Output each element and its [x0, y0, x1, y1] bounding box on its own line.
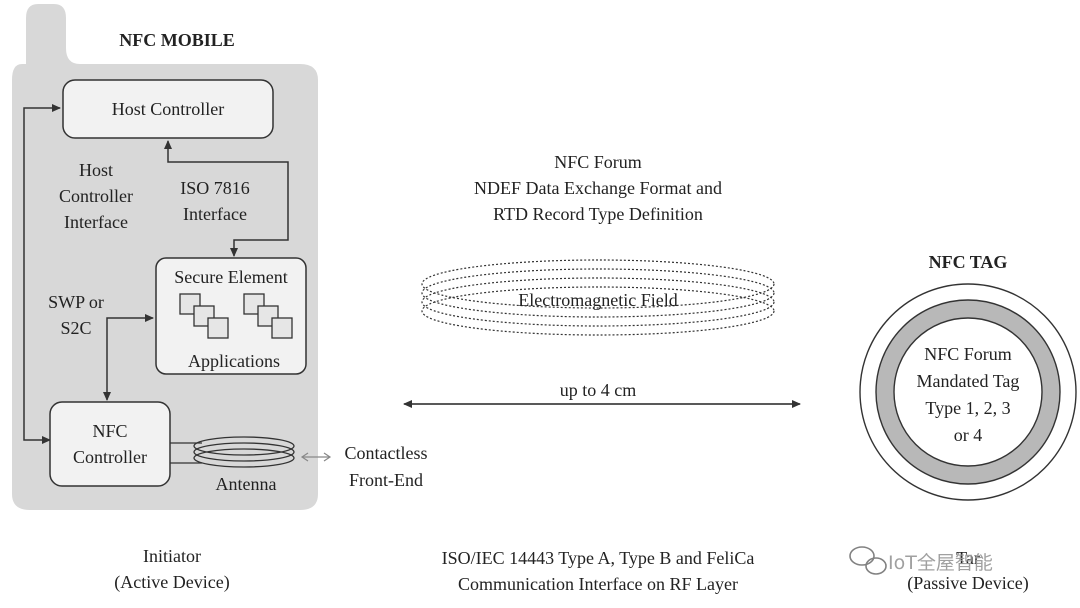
contactless-line-2: Front-End [349, 470, 423, 490]
watermark: IoT全屋智能 [849, 546, 993, 575]
electromagnetic-field-rings [421, 259, 775, 336]
passive-line-2: (Passive Device) [907, 573, 1028, 594]
tag-text-line-4: or 4 [954, 425, 983, 445]
nfc-controller-line-2: Controller [73, 447, 147, 467]
iso7816-connector [164, 140, 289, 257]
applications-label: Applications [188, 351, 280, 371]
iso-caption-line-2: Communication Interface on RF Layer [458, 574, 738, 594]
swp-connector [103, 314, 154, 401]
forum-line-1: NFC Forum [554, 152, 642, 172]
wechat-icon [849, 546, 887, 575]
contactless-arrow [300, 452, 332, 462]
nfc-controller-box [49, 401, 171, 487]
host-interface-line-3: Interface [64, 212, 128, 232]
host-nfc-connector [23, 104, 61, 444]
applications-icon-left [179, 293, 229, 339]
iso7816-line-1: ISO 7816 [180, 178, 250, 198]
initiator-line-2: (Active Device) [114, 572, 229, 593]
forum-line-3: RTD Record Type Definition [493, 204, 703, 224]
host-controller-label: Host Controller [112, 99, 225, 119]
tag-title: NFC TAG [929, 252, 1008, 272]
phone-title: NFC MOBILE [119, 30, 235, 50]
applications-icon-right [243, 293, 293, 339]
host-interface-line-1: Host [79, 160, 113, 180]
watermark-text: IoT全屋智能 [888, 552, 993, 574]
forum-line-2: NDEF Data Exchange Format and [474, 178, 722, 198]
tag-inner-disc [893, 317, 1043, 467]
antenna-coil [170, 436, 295, 468]
tag-text-line-1: NFC Forum [924, 344, 1012, 364]
contactless-line-1: Contactless [345, 443, 428, 463]
secure-element-box [155, 257, 307, 375]
iso7816-line-2: Interface [183, 204, 247, 224]
swp-line-1: SWP or [48, 292, 104, 312]
iso-caption-line-1: ISO/IEC 14443 Type A, Type B and FeliCa [442, 548, 755, 568]
swp-line-2: S2C [60, 318, 91, 338]
distance-label: up to 4 cm [560, 380, 637, 400]
nfc-controller-line-1: NFC [92, 421, 127, 441]
secure-element-label: Secure Element [174, 267, 287, 287]
field-label: Electromagnetic Field [518, 290, 677, 310]
tag-text-line-3: Type 1, 2, 3 [925, 398, 1010, 418]
antenna-label: Antenna [216, 474, 277, 494]
host-interface-line-2: Controller [59, 186, 133, 206]
tag-text-line-2: Mandated Tag [917, 371, 1020, 391]
host-controller-box [62, 79, 274, 139]
passive-line-1: Tar [956, 548, 980, 568]
initiator-line-1: Initiator [143, 546, 201, 566]
